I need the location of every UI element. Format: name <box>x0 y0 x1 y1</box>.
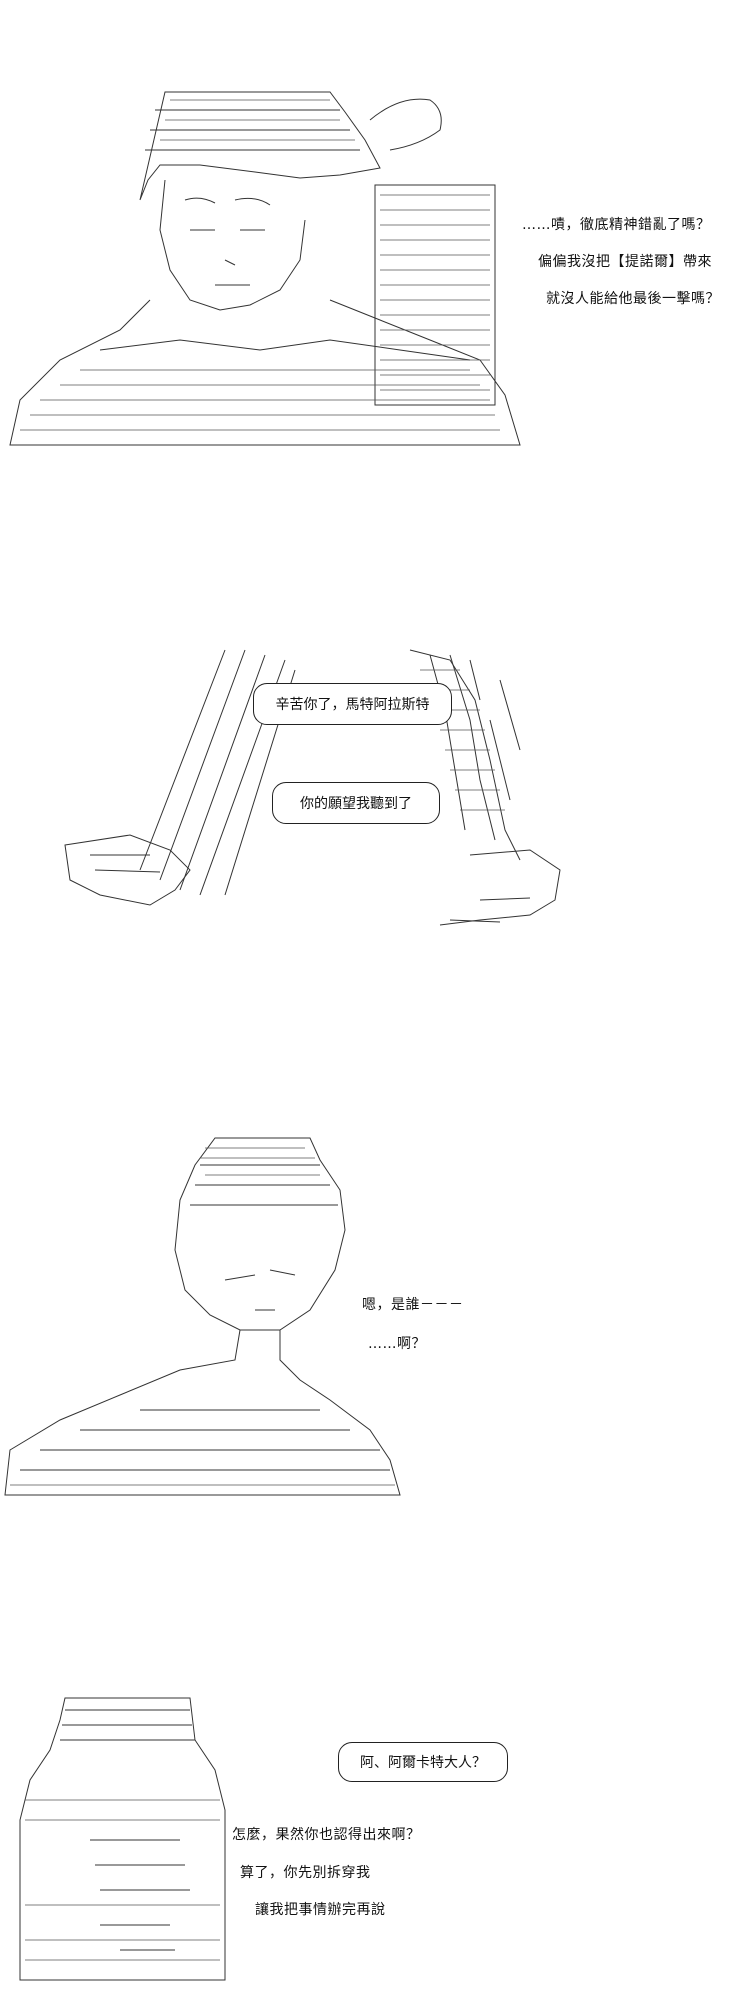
dialogue-line-1: 嗯，是誰－－－ <box>362 1297 464 1313</box>
panel-1: ……嘖，徹底精神錯亂了嗎？ 偏偏我沒把【提諾爾】帶來 就沒人能給他最後一擊嗎？ <box>0 0 739 460</box>
speech-bubble-text: 阿、阿爾卡特大人？ <box>360 1755 486 1771</box>
panel-2: 辛苦你了，馬特阿拉斯特 你的願望我聽到了 <box>0 600 739 980</box>
speech-bubble-1-text: 辛苦你了，馬特阿拉斯特 <box>275 697 430 713</box>
panel-3: 嗯，是誰－－－ ……啊？ <box>0 1120 739 1540</box>
dialogue-line-2: 偏偏我沒把【提諾爾】帶來 <box>538 254 712 270</box>
ascii-art-hooded-figure <box>19 1697 226 1981</box>
speech-bubble: 阿、阿爾卡特大人？ <box>338 1742 508 1782</box>
speech-bubble-2: 你的願望我聽到了 <box>272 782 440 824</box>
ascii-art-man-with-cap <box>9 91 521 446</box>
speech-bubble-1: 辛苦你了，馬特阿拉斯特 <box>253 683 452 725</box>
panel-4: 阿、阿爾卡特大人？ 怎麼，果然你也認得出來啊？ 算了，你先別拆穿我 讓我把事情辦… <box>0 1680 739 2000</box>
ascii-art-spear-hands <box>64 649 561 926</box>
dialogue-line-3: 就沒人能給他最後一擊嗎？ <box>546 291 720 307</box>
dialogue-line-2: 算了，你先別拆穿我 <box>240 1865 371 1881</box>
dialogue-line-3: 讓我把事情辦完再說 <box>255 1902 386 1918</box>
dialogue-line-1: ……嘖，徹底精神錯亂了嗎？ <box>522 217 711 233</box>
speech-bubble-2-text: 你的願望我聽到了 <box>300 796 412 812</box>
ascii-art-man-profile <box>4 1137 401 1496</box>
dialogue-line-2: ……啊？ <box>368 1336 426 1352</box>
dialogue-line-1: 怎麼，果然你也認得出來啊？ <box>232 1827 421 1843</box>
